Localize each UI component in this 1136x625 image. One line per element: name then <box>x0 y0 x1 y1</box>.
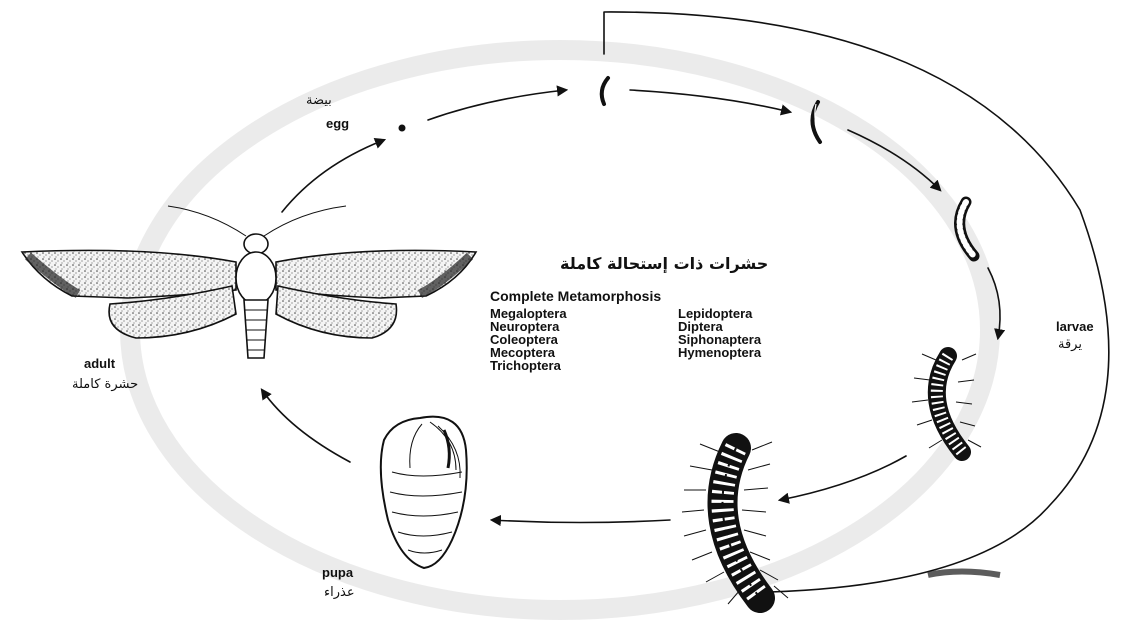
arrow-adult-to-egg <box>282 140 384 212</box>
group-title-arabic: حشرات ذات إستحالة كاملة <box>560 256 768 272</box>
larva-stage1-icon <box>602 78 608 104</box>
pupa-label-arabic: عذراء <box>324 586 355 599</box>
orders-list-right: Lepidoptera Diptera Siphonaptera Hymenop… <box>678 307 838 359</box>
larvae-label-arabic: يرقة <box>1058 338 1082 351</box>
orders-list-left: Megaloptera Neuroptera Coleoptera Mecopt… <box>490 307 650 372</box>
adult-label-arabic: حشرة كاملة <box>72 378 138 391</box>
group-title: Complete Metamorphosis <box>490 289 661 303</box>
adult-label: adult <box>84 357 115 370</box>
pupa-icon <box>381 417 467 568</box>
scan-mark <box>928 572 1000 576</box>
arrow-larva4-to-larva5 <box>780 456 906 500</box>
order-item: Trichoptera <box>490 359 650 372</box>
larvae-label: larvae <box>1056 320 1094 333</box>
outer-return-line <box>604 12 1109 592</box>
arrow-larva5-to-pupa <box>492 520 670 523</box>
adult-moth-icon <box>22 206 476 358</box>
order-item: Hymenoptera <box>678 346 838 359</box>
arrow-pupa-to-adult <box>262 390 350 462</box>
egg-label-arabic: بيضة <box>306 94 332 107</box>
pupa-label: pupa <box>322 566 353 579</box>
arrow-egg-to-larva1 <box>428 90 566 120</box>
egg-icon <box>399 125 406 132</box>
egg-label: egg <box>326 117 349 130</box>
